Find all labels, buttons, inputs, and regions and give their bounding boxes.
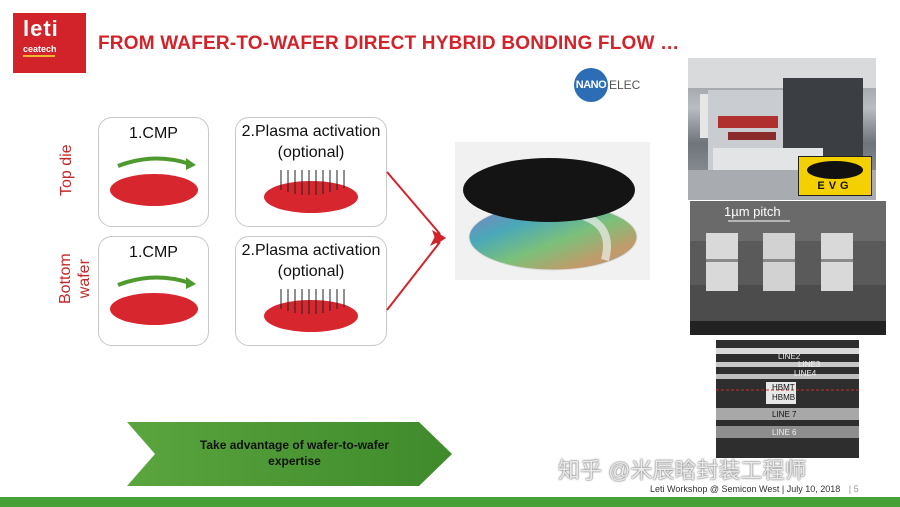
nanoelec-logo-circle: NANO — [574, 68, 608, 102]
step-box-bottom-cmp: 1.CMP — [98, 236, 209, 346]
row-label-bottom-line1: Bottom — [57, 253, 74, 304]
step-label-top-plasma-2: (optional) — [277, 144, 345, 161]
layer-label: LINE 7 — [772, 410, 797, 419]
sem-pitch-label: 1µm pitch — [724, 204, 781, 219]
plasma-wafer-graphic — [264, 289, 358, 332]
arrow-head-icon — [186, 158, 196, 170]
slide-title: FROM WAFER-TO-WAFER DIRECT HYBRID BONDIN… — [98, 33, 680, 54]
wafer-ellipse — [110, 174, 198, 206]
banner-chevron-shape — [127, 422, 452, 486]
layer-label: LINE 6 — [772, 428, 797, 437]
banner-text: Take advantage of wafer-to-wafer experti… — [167, 437, 422, 469]
row-label-bottom-wafer: Bottom wafer — [56, 253, 94, 304]
sem-pitch-image: 1µm pitch — [690, 201, 886, 335]
cross-section-graphic — [716, 340, 859, 458]
nanoelec-logo-text: ELEC — [609, 78, 641, 92]
row-label-top-die: Top die — [58, 144, 75, 196]
logo-underline — [23, 55, 55, 57]
arrow-top-icon — [386, 171, 441, 235]
layer-label: LINE2 — [778, 352, 801, 361]
arrow-bottom-icon — [386, 241, 441, 311]
evg-logo: EVG — [798, 156, 872, 196]
layer-label: HBMB — [772, 393, 796, 402]
bonded-wafers-image — [455, 142, 650, 280]
layer-label: HBMT — [772, 383, 795, 392]
cross-section-image: LINE2 LINE3 LINE4 HBMT HBMB LINE 7 LINE … — [716, 340, 859, 458]
plasma-wafer-graphic — [264, 170, 358, 213]
step-label-top-plasma-1: 2.Plasma activation — [241, 123, 381, 140]
step-box-bottom-plasma: 2.Plasma activation (optional) — [235, 236, 387, 346]
evg-logo-emblem — [807, 160, 863, 179]
step-box-top-plasma: 2.Plasma activation (optional) — [235, 117, 387, 227]
layer-label: LINE4 — [794, 369, 817, 378]
row-label-bottom-line2: wafer — [76, 259, 93, 299]
sem-structures-graphic — [690, 201, 886, 335]
step-label-bottom-cmp: 1.CMP — [129, 244, 178, 261]
arrow-head-bottom-icon — [430, 232, 446, 246]
wafer-ellipse — [110, 293, 198, 325]
footer-page-number: | 5 — [848, 484, 859, 494]
rotation-arrow-icon — [117, 275, 191, 287]
evg-logo-text: EVG — [817, 179, 853, 192]
expertise-banner: Take advantage of wafer-to-wafer experti… — [127, 422, 452, 486]
plasma-arrows-icon — [280, 170, 345, 195]
cmp-wafer-graphic — [110, 156, 198, 206]
banner-text-line1: Take advantage of wafer-to-wafer — [199, 438, 390, 452]
rotation-arrow-icon — [117, 156, 191, 168]
footer-event: Leti Workshop @ Semicon West | July 10, … — [650, 484, 841, 494]
footer-text: Leti Workshop @ Semicon West | July 10, … — [650, 484, 859, 494]
top-wafer — [463, 158, 635, 222]
nanoelec-logo: NANO ELEC — [574, 65, 660, 105]
footer-bar — [0, 497, 900, 507]
watermark-text: 知乎 @米辰晗封装工程师 — [558, 458, 807, 483]
step-box-top-cmp: 1.CMP — [98, 117, 209, 227]
layer-label: LINE3 — [798, 360, 821, 369]
step-label-bottom-plasma-2: (optional) — [277, 263, 345, 280]
banner-text-line2: expertise — [268, 454, 321, 468]
leti-logo: leti ceatech — [13, 13, 86, 73]
logo-main-text: leti — [23, 16, 59, 41]
step-label-top-cmp: 1.CMP — [129, 125, 178, 142]
plasma-arrows-icon — [280, 289, 345, 314]
logo-sub-text: ceatech — [23, 44, 57, 54]
arrow-head-icon — [186, 277, 196, 289]
converging-arrows — [386, 171, 446, 311]
step-label-bottom-plasma-1: 2.Plasma activation — [241, 242, 381, 259]
cmp-wafer-graphic — [110, 275, 198, 325]
evg-equipment-photo — [688, 58, 876, 200]
